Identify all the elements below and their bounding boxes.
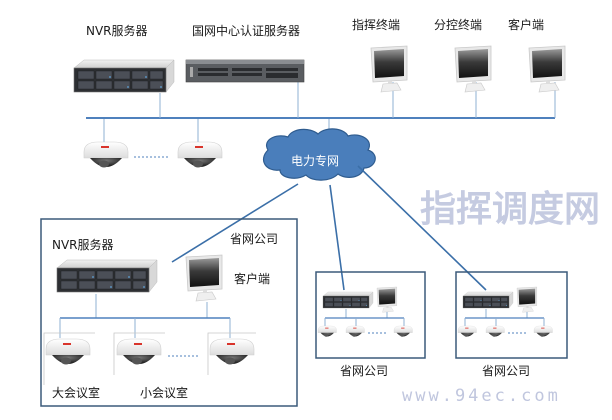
monitor-icon [370,45,408,93]
room-label: 大会议室 [52,386,101,400]
branch-caption: 省网公司 [230,232,279,246]
camera-icon [485,325,505,337]
room-label: 小会议室 [140,386,189,400]
link-branch-1 [171,183,299,263]
terminal-label: 分控终端 [434,18,483,32]
camera-icon [345,325,365,337]
camera-icon [533,325,553,337]
monitor-icon [376,286,398,313]
branch-1 [40,218,298,407]
branch-client-label: 客户端 [234,272,271,286]
monitor-icon [528,45,566,93]
monitor-icon [516,286,538,313]
branch-caption: 省网公司 [482,364,531,378]
branch-3-border [455,271,568,359]
camera-icon [457,325,477,337]
nvr-server-icon [73,59,175,93]
cloud-icon [263,128,376,181]
branch-1-border [40,218,298,407]
branch-2 [315,271,426,359]
auth-server-label: 国网中心认证服务器 [192,24,301,38]
terminal-label: 客户端 [508,18,545,32]
auth-server-icon [185,59,305,83]
camera-icon [317,325,337,337]
nvr-server-icon [322,291,374,309]
hq-section [73,45,566,168]
nvr-server-icon [462,291,514,309]
hq-nvr-label: NVR服务器 [86,24,148,38]
camera-icon [116,338,162,365]
monitor-icon [454,45,492,93]
camera-icon [177,141,223,168]
monitor-icon [185,254,223,302]
branch-2-border [315,271,426,359]
network-label: 电力专网 [291,154,340,168]
camera-icon [209,338,255,365]
camera-icon [393,325,413,337]
nvr-server-icon [56,259,158,293]
link-branch-2 [329,184,345,291]
camera-icon [83,141,129,168]
branch-nvr-label: NVR服务器 [52,238,114,252]
link-branch-3 [357,165,487,291]
watermark-url: www.94ec.com [402,386,561,406]
camera-icon [45,338,91,365]
terminal-label: 指挥终端 [352,18,401,32]
watermark-text: 指挥调度网 [420,189,601,230]
branch-3 [455,271,568,359]
branch-caption: 省网公司 [340,364,389,378]
